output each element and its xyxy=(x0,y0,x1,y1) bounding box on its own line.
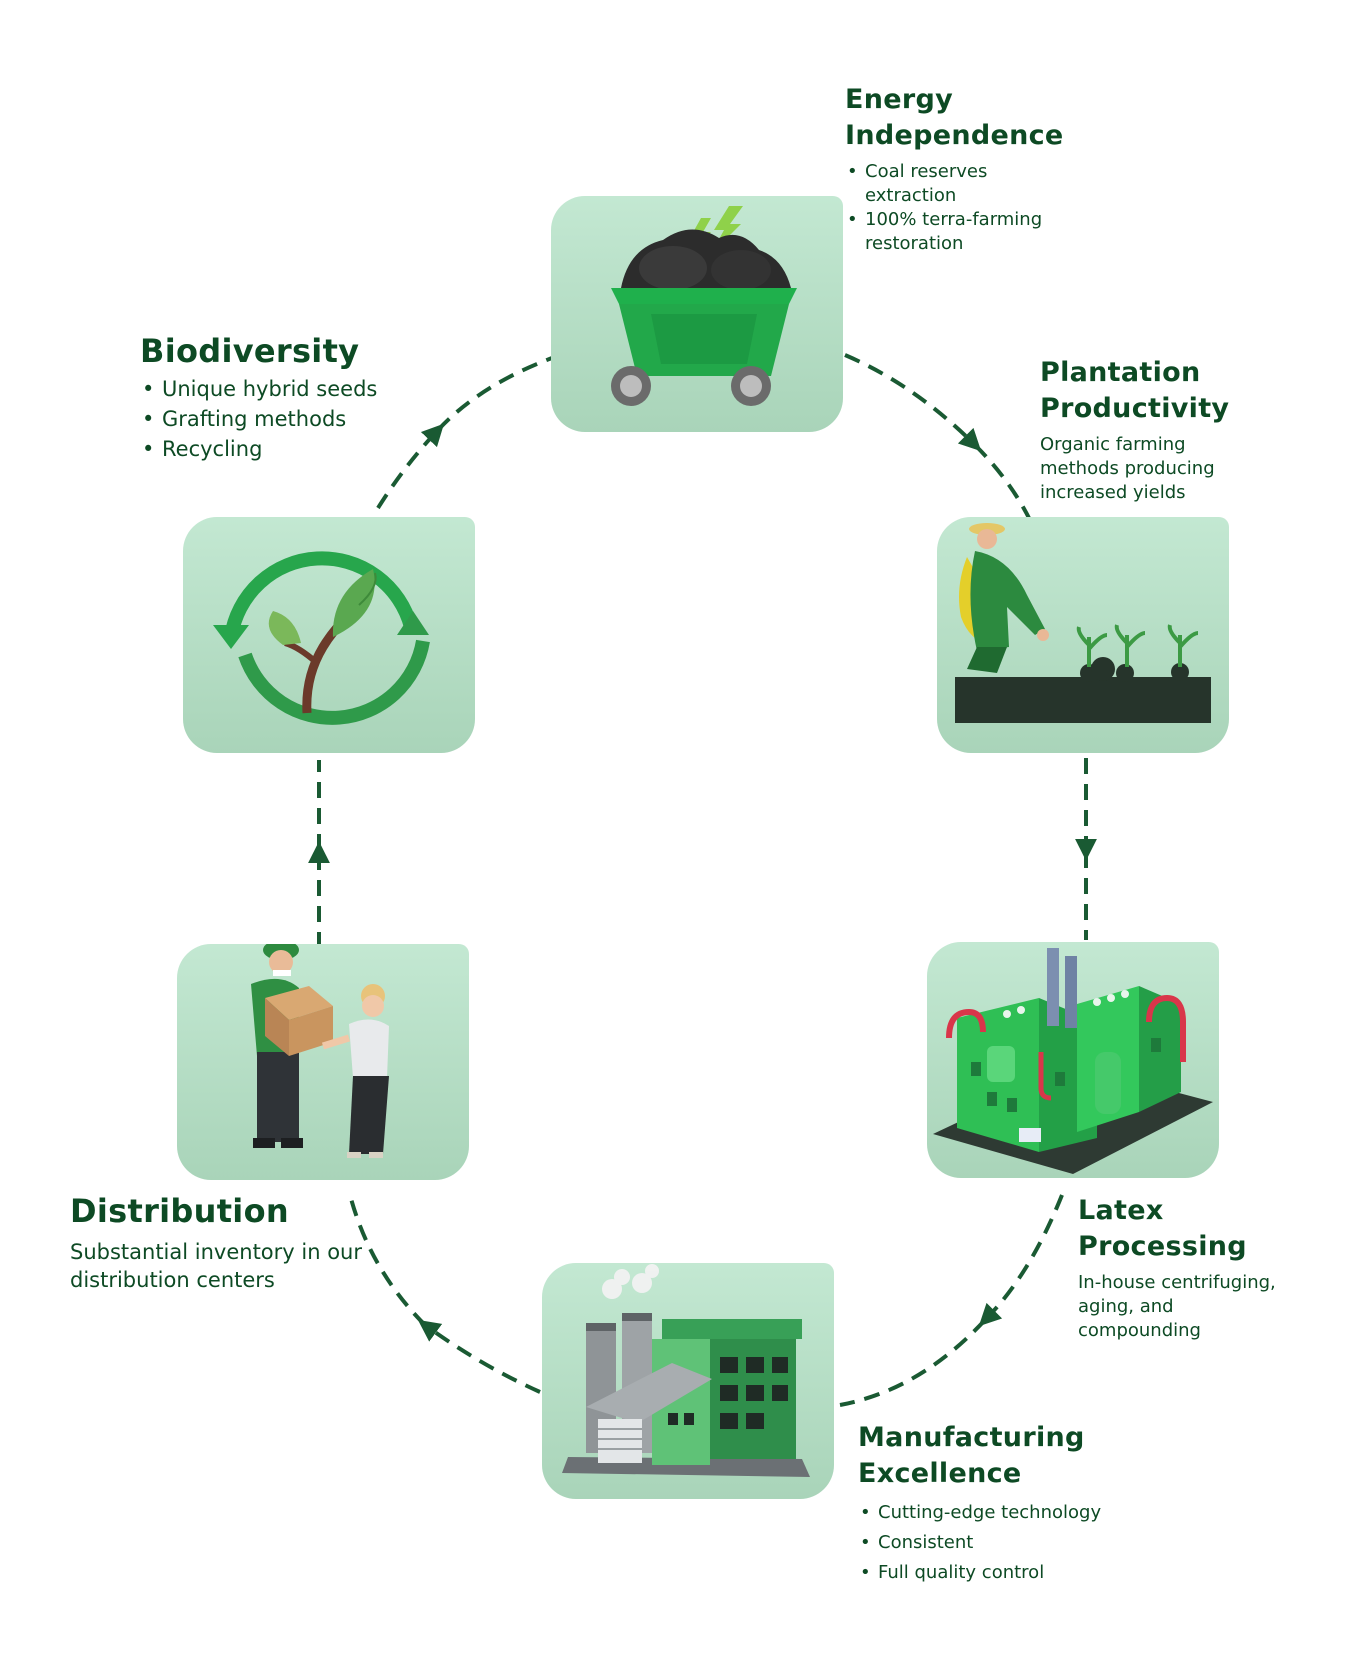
plantation-title: Plantation Productivity xyxy=(1040,355,1255,427)
manufacturing-bullet: Cutting-edge technology xyxy=(858,1498,1148,1528)
factory-icon xyxy=(562,1264,810,1477)
arrow-energy-to-plantation xyxy=(844,353,982,452)
coal-cart-icon xyxy=(611,206,797,406)
arrow-segment-plantation xyxy=(973,443,1032,521)
biodiversity-bullet: Unique hybrid seeds xyxy=(140,374,400,404)
biodiversity-label: Biodiversity Unique hybrid seeds Graftin… xyxy=(140,330,400,464)
biodiversity-title: Biodiversity xyxy=(140,332,360,370)
manufacturing-title-line1: Manufacturing xyxy=(858,1422,1085,1453)
manufacturing-bullet: Consistent xyxy=(858,1528,1148,1558)
manufacturing-title: Manufacturing Excellence xyxy=(858,1420,1148,1492)
manufacturing-title-line2: Excellence xyxy=(858,1458,1022,1489)
package-handover-icon xyxy=(251,944,389,1158)
arrow-manufacturing-to-distribution xyxy=(417,1319,541,1394)
biodiversity-card xyxy=(183,517,475,753)
manufacturing-bullet: Full quality control xyxy=(858,1558,1148,1588)
arrow-segment-energy xyxy=(436,356,553,432)
energy-title-line1: Energy xyxy=(845,84,954,115)
arrow-biodiversity-to-energy xyxy=(376,423,445,510)
energy-bullet: 100% terra-farming restoration xyxy=(845,208,1060,256)
energy-title-line2: Independence xyxy=(845,120,1064,151)
latex-title-line1: Latex xyxy=(1078,1195,1164,1226)
manufacturing-label: Manufacturing Excellence Cutting-edge te… xyxy=(858,1420,1148,1588)
energy-bullet: Coal reserves extraction xyxy=(845,160,1060,208)
latex-title: Latex Processing xyxy=(1078,1193,1288,1265)
plantation-card xyxy=(937,517,1229,753)
distribution-label: Distribution Substantial inventory in ou… xyxy=(70,1190,390,1294)
recycle-sprout-icon xyxy=(213,551,430,725)
distribution-description: Substantial inventory in our distributio… xyxy=(70,1240,363,1292)
plantation-title-line1: Plantation xyxy=(1040,357,1201,388)
energy-title: Energy Independence xyxy=(845,82,1064,154)
latex-label: Latex Processing In-house centrifuging, … xyxy=(1078,1193,1288,1343)
plantation-title-line2: Productivity xyxy=(1040,393,1230,424)
processing-plant-icon xyxy=(933,948,1213,1174)
manufacturing-card xyxy=(542,1263,834,1499)
latex-description: In-house centrifuging, aging, and compou… xyxy=(1078,1272,1276,1341)
plantation-label: Plantation Productivity Organic farming … xyxy=(1040,355,1255,505)
latex-card xyxy=(927,942,1219,1178)
plantation-description: Organic farming methods producing increa… xyxy=(1040,434,1215,503)
farmer-planting-icon xyxy=(955,523,1211,723)
latex-title-line2: Processing xyxy=(1078,1231,1247,1262)
arrow-latex-to-manufacturing xyxy=(978,1194,1064,1327)
distribution-title: Distribution xyxy=(70,1192,289,1230)
distribution-card xyxy=(177,944,469,1180)
biodiversity-bullet: Grafting methods xyxy=(140,404,400,434)
biodiversity-bullet: Recycling xyxy=(140,434,400,464)
energy-label: Energy Independence Coal reserves extrac… xyxy=(845,82,1064,256)
arrow-segment-manufacturing xyxy=(839,1318,987,1407)
arrow-segment-distribution xyxy=(348,1194,427,1327)
energy-card xyxy=(551,196,843,432)
